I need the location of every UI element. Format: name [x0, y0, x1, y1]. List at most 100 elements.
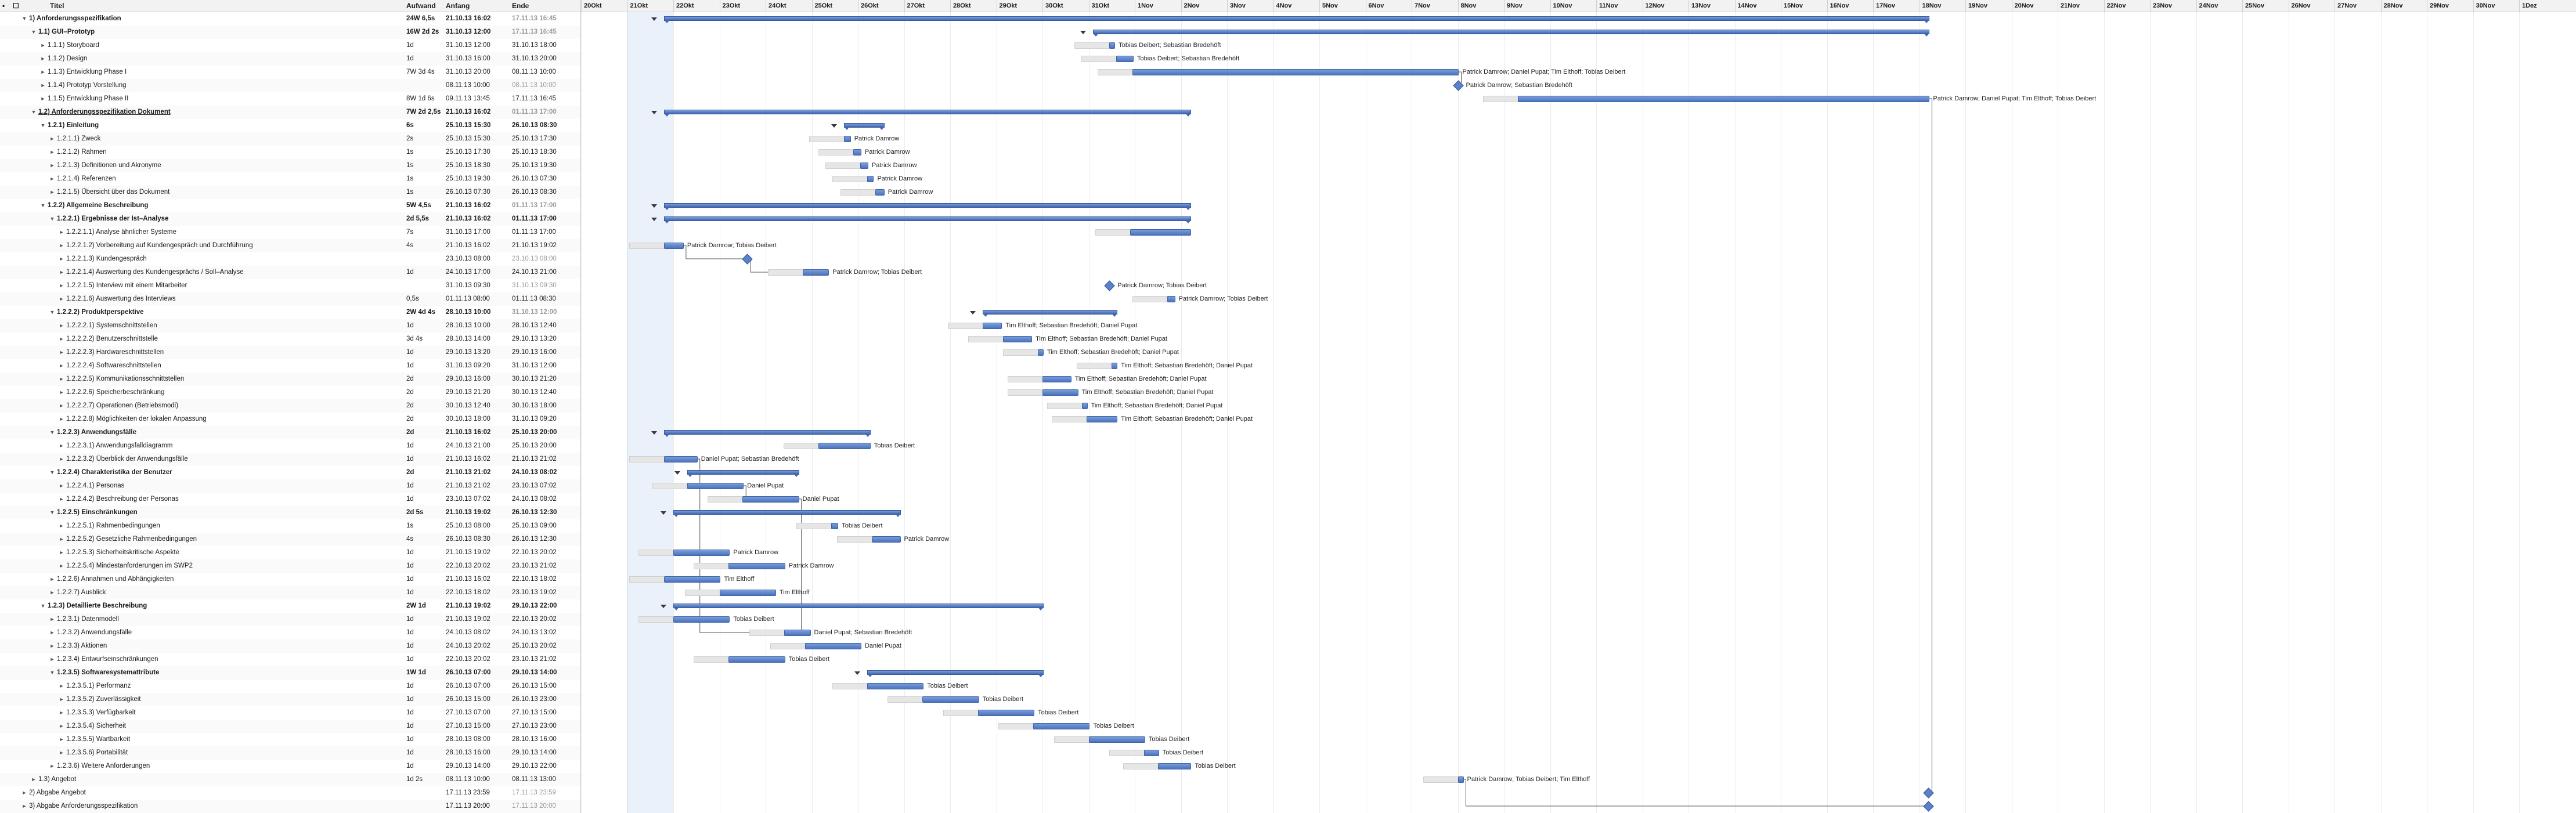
task-bar[interactable] — [1457, 776, 1464, 783]
task-title[interactable]: 1.1) GUI–Prototyp — [38, 28, 95, 35]
collapse-triangle-icon[interactable]: ▼ — [49, 670, 55, 675]
task-bar[interactable] — [664, 243, 684, 249]
task-aufwand[interactable]: 1d — [406, 749, 414, 756]
task-bar[interactable] — [664, 456, 698, 462]
task-anfang[interactable]: 29.10.13 14:00 — [446, 763, 490, 769]
task-aufwand[interactable]: 1d — [406, 616, 414, 623]
task-aufwand[interactable]: 2d — [406, 375, 414, 382]
expand-triangle-icon[interactable]: ► — [59, 750, 64, 756]
task-title[interactable]: 1.1.4) Prototyp Vorstellung — [48, 82, 127, 89]
expand-triangle-icon[interactable]: ► — [40, 56, 46, 62]
task-aufwand[interactable]: 7W 2d 2,5s — [406, 109, 441, 115]
task-anfang[interactable]: 21.10.13 19:02 — [446, 549, 490, 556]
task-bar[interactable] — [804, 643, 861, 649]
task-title[interactable]: 1.2.3.5.1) Performanz — [66, 682, 131, 689]
task-anfang[interactable]: 24.10.13 08:02 — [446, 629, 490, 636]
task-aufwand[interactable]: 1d — [406, 42, 414, 49]
expand-triangle-icon[interactable]: ► — [59, 496, 64, 502]
task-anfang[interactable]: 21.10.13 21:02 — [446, 469, 491, 476]
task-title[interactable]: 1.2.2.1.4) Auswertung des Kundengespräch… — [66, 269, 244, 276]
task-anfang[interactable]: 31.10.13 09:30 — [446, 282, 490, 289]
expand-triangle-icon[interactable]: ► — [59, 696, 64, 702]
task-ende[interactable]: 17.11.13 16:45 — [512, 95, 556, 102]
task-bar[interactable] — [1167, 296, 1175, 302]
task-title[interactable]: 1.2.2.2.4) Softwareschnittstellen — [66, 362, 161, 369]
expand-triangle-icon[interactable]: ► — [49, 656, 55, 662]
task-aufwand[interactable]: 2d — [406, 402, 414, 409]
task-aufwand[interactable]: 0,5s — [406, 295, 419, 302]
task-anfang[interactable]: 30.10.13 12:40 — [446, 402, 490, 409]
task-bar[interactable] — [802, 269, 829, 276]
task-title[interactable]: 1.2.2.5.2) Gesetzliche Rahmenbedingungen — [66, 536, 197, 543]
task-aufwand[interactable]: 2d 5,5s — [406, 215, 429, 222]
table-row[interactable]: ►1.2.2.1.4) Auswertung des Kundengespräc… — [0, 266, 580, 279]
task-ende[interactable]: 28.10.13 12:40 — [512, 322, 557, 329]
task-anfang[interactable]: 26.10.13 08:30 — [446, 536, 490, 543]
task-aufwand[interactable]: 2W 4d 4s — [406, 309, 435, 316]
expand-triangle-icon[interactable]: ► — [59, 483, 64, 489]
task-bar[interactable] — [853, 149, 861, 156]
task-title[interactable]: 1.2.1.3) Definitionen und Akronyme — [57, 162, 161, 169]
expand-triangle-icon[interactable]: ► — [59, 536, 64, 542]
table-row[interactable]: ►1.2.2.2.7) Operationen (Betriebsmodi)2d… — [0, 399, 580, 413]
task-ende[interactable]: 23.10.13 21:02 — [512, 656, 557, 663]
task-bar[interactable] — [1038, 349, 1044, 356]
task-title[interactable]: 1.2.2.4) Charakteristika der Benutzer — [57, 469, 172, 476]
task-anfang[interactable]: 25.10.13 08:00 — [446, 522, 490, 529]
task-ende[interactable]: 28.10.13 16:00 — [512, 736, 557, 743]
task-ende[interactable]: 25.10.13 09:00 — [512, 522, 557, 529]
collapse-triangle-icon[interactable]: ▼ — [31, 109, 37, 115]
expand-triangle-icon[interactable]: ► — [59, 710, 64, 716]
task-anfang[interactable]: 21.10.13 16:02 — [446, 202, 491, 209]
collapse-arrow-icon[interactable] — [674, 471, 680, 475]
expand-triangle-icon[interactable]: ► — [59, 269, 64, 275]
expand-triangle-icon[interactable]: ► — [59, 456, 64, 462]
task-bar[interactable] — [871, 536, 901, 543]
task-anfang[interactable]: 24.10.13 17:00 — [446, 269, 490, 276]
task-title[interactable]: 1.2.2.1) Ergebnisse der Ist–Analyse — [57, 215, 169, 222]
task-anfang[interactable]: 25.10.13 15:30 — [446, 135, 490, 142]
task-title[interactable]: 1.2.1.5) Übersicht über das Dokument — [57, 189, 170, 196]
task-ende[interactable]: 29.10.13 13:20 — [512, 335, 557, 342]
task-title[interactable]: 1.2.2.2.8) Möglichkeiten der lokalen Anp… — [66, 415, 207, 422]
task-ende[interactable]: 17.11.13 16:45 — [512, 28, 557, 35]
task-title[interactable]: 1.2.2.1.2) Vorbereitung auf Kundengesprä… — [66, 242, 253, 249]
collapse-triangle-icon[interactable]: ▼ — [49, 216, 55, 222]
expand-triangle-icon[interactable]: ► — [59, 443, 64, 449]
collapse-triangle-icon[interactable]: ▼ — [40, 122, 46, 128]
task-title[interactable]: 1.2.2.1.5) Interview mit einem Mitarbeit… — [66, 282, 187, 289]
task-bar[interactable] — [1033, 723, 1090, 729]
expand-triangle-icon[interactable]: ► — [40, 96, 46, 102]
task-title[interactable]: 1.2.3) Detaillierte Beschreibung — [48, 602, 147, 609]
task-anfang[interactable]: 21.10.13 16:02 — [446, 15, 491, 22]
task-bar[interactable] — [1112, 363, 1118, 369]
task-title[interactable]: 1.2.2.2.6) Speicherbeschränkung — [66, 389, 165, 396]
task-anfang[interactable]: 25.10.13 17:30 — [446, 149, 490, 156]
task-anfang[interactable]: 27.10.13 07:00 — [446, 709, 490, 716]
task-ende[interactable]: 29.10.13 14:00 — [512, 749, 557, 756]
task-aufwand[interactable]: 5W 4,5s — [406, 202, 431, 209]
task-title[interactable]: 1.2.2.2.3) Hardwareschnittstellen — [66, 349, 164, 356]
task-anfang[interactable]: 17.11.13 20:00 — [446, 803, 490, 810]
expand-triangle-icon[interactable]: ► — [40, 42, 46, 48]
task-anfang[interactable]: 21.10.13 16:02 — [446, 109, 491, 115]
task-aufwand[interactable]: 1d — [406, 722, 414, 729]
task-ende[interactable]: 25.10.13 19:30 — [512, 162, 557, 169]
column-header-anfang[interactable]: Anfang — [446, 2, 470, 10]
task-anfang[interactable]: 28.10.13 14:00 — [446, 335, 490, 342]
task-ende[interactable]: 01.11.13 17:00 — [512, 229, 556, 236]
task-ende[interactable]: 01.11.13 08:30 — [512, 295, 556, 302]
summary-bar[interactable] — [664, 430, 871, 437]
task-anfang[interactable]: 31.10.13 16:00 — [446, 55, 490, 62]
table-row[interactable]: ►1.2.2.5.2) Gesetzliche Rahmenbedingunge… — [0, 533, 580, 546]
task-title[interactable]: 1.2.3.1) Datenmodell — [57, 616, 119, 623]
